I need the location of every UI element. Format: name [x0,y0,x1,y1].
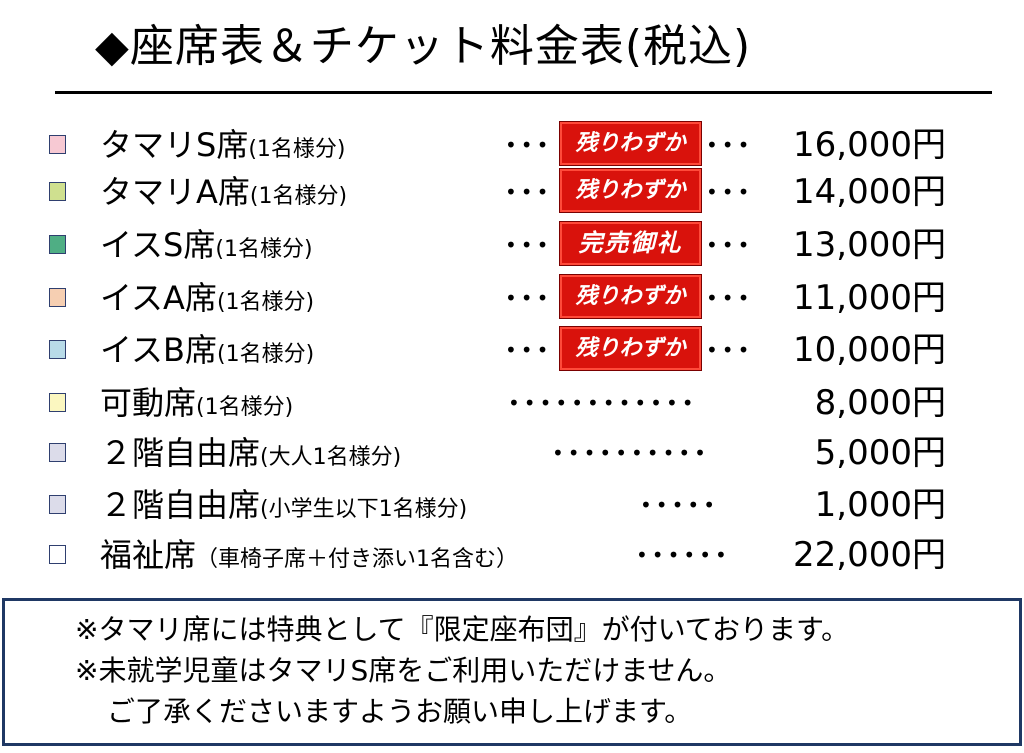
status-badge: 完売御礼 [559,221,702,266]
seat-note: (1名様分) [215,237,313,262]
price-row-2f-child: ２階自由席(小学生以下1名様分) ••••• 1,000円 [0,480,1024,530]
seat-note: (大人1名様分) [260,445,402,470]
price: 22,000円 [793,535,946,575]
seat-name: イスB席 [100,331,217,369]
leader-dots: •••••••••• [552,441,710,465]
seat-name: ２階自由席 [100,486,261,524]
leader-dots: ••• [505,180,553,204]
seat-label: タマリA席(1名様分) [100,167,347,222]
seat-label: 可動席(1名様分) [100,378,293,433]
price: 16,000円 [793,125,946,165]
seat-note: （車椅子席＋付き添い1名含む） [196,547,519,572]
seat-note: (1名様分) [196,395,294,420]
seat-name: タマリA席 [100,173,250,211]
leader-dots: ••••• [640,493,719,517]
price-row-chair-a: イスA席(1名様分) ••• 残りわずか ••• 11,000円 [0,273,1024,323]
seat-label: イスB席(1名様分) [100,325,314,380]
seat-name: イスA席 [100,279,217,317]
seat-name: イスS席 [100,226,216,264]
color-swatch [49,495,66,514]
leader-dots: ••• [706,233,754,257]
color-swatch [49,340,66,359]
leader-dots: ••• [706,133,754,157]
title-divider [55,91,992,94]
seat-label: イスS席(1名様分) [100,220,313,275]
color-swatch [49,135,66,154]
price: 11,000円 [793,278,946,318]
seat-name: 福祉席 [100,536,197,574]
leader-dots: •••••••••••• [508,391,698,415]
price: 14,000円 [793,172,946,212]
price: 8,000円 [814,383,946,423]
seat-note: (1名様分) [217,342,315,367]
color-swatch [49,182,66,201]
notice-line-1: ※タマリ席には特典として『限定座布団』が付いております。 [75,613,850,646]
seat-name: タマリS席 [100,126,249,164]
price: 13,000円 [793,225,946,265]
color-swatch [49,288,66,307]
seat-name: ２階自由席 [100,434,261,472]
leader-dots: ••• [706,180,754,204]
status-badge: 残りわずか [559,121,702,166]
price-row-tamari-s: タマリS席(1名様分) ••• 残りわずか ••• 16,000円 [0,120,1024,170]
notice-line-2: ※未就学児童はタマリS席をご利用いただけません。 [75,654,732,687]
seat-label: ２階自由席(大人1名様分) [100,428,401,483]
seat-note: (1名様分) [248,137,346,162]
price: 1,000円 [814,485,946,525]
page-title: ◆座席表＆チケット料金表(税込) [95,21,752,72]
price-row-tamari-a: タマリA席(1名様分) ••• 残りわずか ••• 14,000円 [0,167,1024,217]
seat-label: 福祉席（車椅子席＋付き添い1名含む） [100,530,518,585]
leader-dots: •••••• [636,543,731,567]
seat-label: イスA席(1名様分) [100,273,314,328]
color-swatch [49,393,66,412]
price-row-movable: 可動席(1名様分) •••••••••••• 8,000円 [0,378,1024,428]
price-row-wheelchair: 福祉席（車椅子席＋付き添い1名含む） •••••• 22,000円 [0,530,1024,580]
leader-dots: ••• [505,233,553,257]
seat-note: (小学生以下1名様分) [260,497,468,522]
price: 10,000円 [793,330,946,370]
price-row-2f-adult: ２階自由席(大人1名様分) •••••••••• 5,000円 [0,428,1024,478]
seat-label: タマリS席(1名様分) [100,120,346,175]
leader-dots: ••• [505,286,553,310]
seat-note: (1名様分) [216,290,315,315]
leader-dots: ••• [706,286,754,310]
price-row-chair-s: イスS席(1名様分) ••• 完売御礼 ••• 13,000円 [0,220,1024,270]
notice-box [2,598,1022,746]
status-badge: 残りわずか [559,326,702,371]
status-badge: 残りわずか [559,168,702,213]
price-row-chair-b: イスB席(1名様分) ••• 残りわずか ••• 10,000円 [0,325,1024,375]
leader-dots: ••• [505,133,553,157]
seat-note: (1名様分) [249,184,348,209]
color-swatch [49,443,66,462]
seat-label: ２階自由席(小学生以下1名様分) [100,480,467,535]
leader-dots: ••• [706,338,754,362]
notice-line-3: ご了承くださいますようお願い申し上げます。 [107,695,693,728]
status-badge: 残りわずか [559,274,702,319]
price: 5,000円 [814,433,946,473]
seat-name: 可動席 [100,384,197,422]
color-swatch [49,545,66,564]
leader-dots: ••• [505,338,553,362]
color-swatch [49,235,66,254]
